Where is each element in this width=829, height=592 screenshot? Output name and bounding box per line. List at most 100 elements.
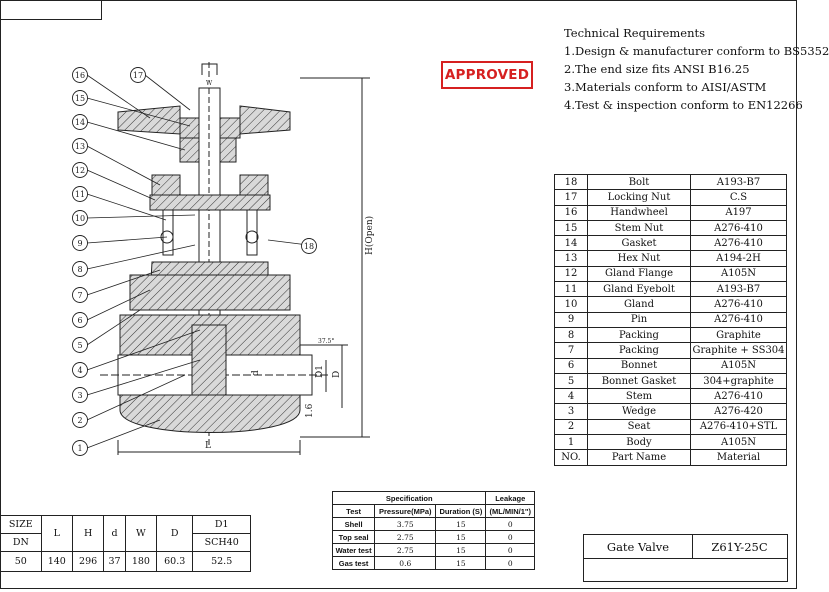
part-name: Gasket	[587, 235, 691, 252]
callout-circle	[72, 138, 88, 154]
spec-test: Gas test	[331, 556, 376, 570]
spec-value: 0	[485, 530, 535, 544]
callout-leader	[86, 359, 201, 396]
dim-header: d	[103, 515, 126, 552]
part-name: Packing	[587, 326, 691, 344]
spec-header: Pressure(MPa)	[374, 504, 437, 518]
callout-leader	[86, 236, 168, 244]
callout-number: 11	[75, 190, 85, 199]
callout-circle	[72, 67, 88, 83]
spec-header: Duration (S)	[435, 504, 487, 518]
spec-value: 2.75	[374, 543, 437, 557]
callout-number: 14	[75, 118, 85, 127]
callout-number: 5	[77, 341, 82, 350]
spec-test: Shell	[331, 517, 376, 531]
dim-value: 37	[103, 551, 126, 572]
approved-stamp: APPROVED	[441, 61, 533, 89]
part-name: Bonnet	[587, 357, 691, 374]
callout-circle	[72, 412, 88, 428]
eyebolt-right	[246, 209, 258, 256]
callout-number: 2	[77, 416, 82, 425]
part-name: Wedge	[587, 403, 691, 420]
parts-footer-cell: NO.	[554, 449, 588, 466]
callout-circle	[301, 238, 317, 254]
part-no: 2	[554, 418, 588, 436]
callout-number: 10	[75, 214, 85, 223]
dim-value: 60.3	[156, 551, 194, 572]
sch-label: SCH40	[192, 533, 251, 552]
callout-leader	[86, 145, 161, 186]
part-no: 11	[554, 281, 588, 298]
gland-flange	[149, 194, 271, 211]
part-name: Stem	[587, 388, 691, 405]
dim-header: D	[156, 515, 194, 552]
part-no: 5	[554, 372, 588, 390]
callout-leader	[86, 309, 141, 346]
part-name: Seat	[587, 418, 691, 436]
part-name: Bonnet Gasket	[587, 372, 691, 390]
part-no: 17	[554, 189, 588, 206]
w-label: W	[206, 80, 213, 87]
callout-circle	[72, 312, 88, 328]
callout-number: 4	[77, 366, 82, 375]
callout-circle	[72, 387, 88, 403]
dim-value: 50	[0, 551, 42, 572]
dimensions-table: SIZE L H d W D D1 DN SCH40 50 140 296 37…	[0, 515, 251, 572]
spec-value: 15	[435, 543, 487, 557]
callout-number: 15	[75, 94, 85, 103]
dn-label: DN	[0, 533, 42, 552]
handwheel-left	[117, 105, 181, 135]
callout-leader	[86, 214, 196, 219]
dim16-label: 1.6	[305, 403, 315, 418]
part-name: Stem Nut	[587, 219, 691, 237]
part-material: A105N	[690, 357, 787, 374]
callout-circle	[72, 337, 88, 353]
callout-leader	[86, 74, 151, 119]
wedge	[191, 324, 227, 396]
callout-leader	[86, 289, 151, 321]
tech-item: 2.The end size fits ANSI B16.25	[564, 62, 750, 76]
callout-circle	[130, 67, 146, 83]
callout-circle	[72, 287, 88, 303]
callout-circle	[72, 162, 88, 178]
callout-leader	[86, 374, 186, 421]
part-no: 1	[554, 434, 588, 451]
callout-number: 16	[75, 71, 85, 80]
part-name: Bolt	[587, 173, 691, 191]
spec-header: (ML/MIN/1")	[485, 504, 535, 518]
valve-name: Gate Valve	[584, 535, 693, 559]
dim-value: 296	[71, 551, 105, 572]
parts-footer-cell: Part Name	[587, 449, 691, 466]
part-name: Hex Nut	[587, 250, 691, 267]
spec-value: 0.6	[374, 556, 437, 570]
corner-box	[0, 0, 102, 20]
callout-leader	[86, 121, 186, 151]
spec-header: Test	[331, 504, 376, 518]
callout-circle	[72, 261, 88, 277]
part-material: A193-B7	[690, 173, 787, 191]
part-no: 6	[554, 357, 588, 374]
pin-right	[245, 230, 259, 244]
callout-leader	[144, 74, 191, 111]
dim-value: 180	[124, 551, 158, 572]
h-open-label: H(Open)	[364, 216, 375, 255]
callout-circle	[72, 440, 88, 456]
spec-value: 0	[485, 543, 535, 557]
spec-test: Water test	[331, 543, 376, 557]
callout-number: 13	[75, 142, 85, 151]
part-material: A194-2H	[690, 250, 787, 267]
dim-value: 140	[40, 551, 73, 572]
spec-value: 15	[435, 517, 487, 531]
tech-item: 4.Test & inspection conform to EN12266	[564, 98, 803, 112]
dim-header: H	[71, 515, 105, 552]
dim-value: 52.5	[192, 551, 251, 572]
